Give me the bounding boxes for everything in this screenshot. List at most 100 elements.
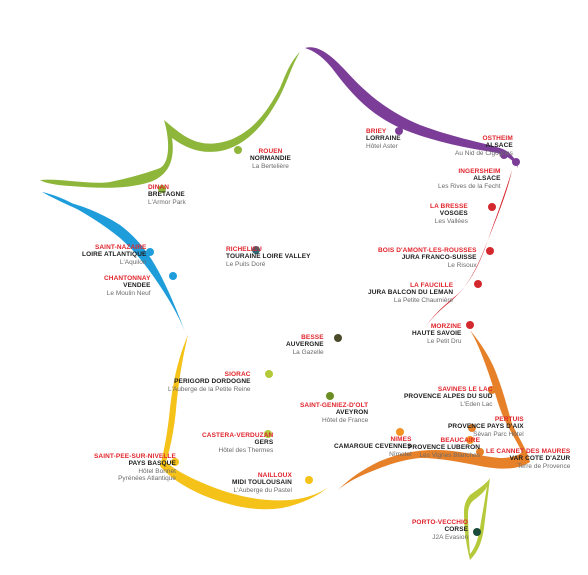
town-name: CHANTONNAY [104,275,151,282]
region-name: GERS [254,439,274,447]
location-dot-pertuis[interactable] [468,424,476,432]
region-name: PERIGORD DORDOGNE [174,378,251,386]
location-dot-ostheim[interactable] [500,151,508,159]
hotel-name: L'Eden Lac [460,400,493,408]
location-dot-beaucaire[interactable] [466,436,474,444]
location-dot-dinan[interactable] [158,185,166,193]
hotel-name: Hôtel des Thermes [218,446,274,454]
town-name: OSTHEIM [482,135,513,142]
region-stroke-west [60,200,188,340]
hotel-name: Les Rives de la Fecht [438,182,501,190]
location-dot-morzine[interactable] [466,321,474,329]
town-name: CASTERA-VERDUZAN [202,432,274,439]
region-name: PROVENCE PAYS D'AIX [448,423,524,431]
location-dot-saintgeniez[interactable] [326,392,334,400]
location-dot-saintnazaire[interactable] [146,248,154,256]
location-dot-lafaucille[interactable] [474,280,482,288]
town-name: BRIEY [366,128,387,135]
location-dot-rouen[interactable] [234,146,242,154]
hotel-name: La Petite Chaumière [393,296,454,304]
town-name: LA BRESSE [430,203,468,210]
hotel-name: Hôtel Bonnet [138,467,176,475]
location-dot-nailloux[interactable] [305,476,313,484]
location-dot-bois[interactable] [486,247,494,255]
hotel-name: J2A Evasion [432,533,469,541]
hotel-name: Au Nid de Cigognes [455,149,513,157]
hotel-name: L'Aquilon [119,258,147,266]
region-name: MIDI TOULOUSAIN [232,479,292,487]
location-dot-saintpee[interactable] [171,458,179,466]
location-dot-briey[interactable] [395,127,403,135]
location-dot-richelieu[interactable] [252,246,260,254]
town-name: DINAN [148,184,170,191]
town-name: NIMES [390,436,412,443]
region-name: PROVENCE LUBERON [408,444,481,452]
location-dot-labresse[interactable] [488,203,496,211]
town-name: LE CANNET DES MAURES [486,448,571,455]
location-dot-savines[interactable] [488,386,496,394]
location-dot-chantonnay[interactable] [169,272,177,280]
hotel-name: La Bertelière [252,162,289,170]
town-name: SAINT-PEE-SUR-NIVELLE [94,453,176,460]
hotel-name: Le Moulin Neuf [106,289,151,297]
location-dot-porto[interactable] [473,528,481,536]
town-name: BEAUCAIRE [440,437,481,444]
town-name: BESSE [301,334,324,341]
region-name: PROVENCE ALPES DU SUD [404,393,493,401]
location-dot-ingersheim[interactable] [512,158,520,166]
town-name: SAINT-GENIEZ-D'OLT [300,402,369,409]
region-name: CAMARGUE CEVENNES [334,443,412,451]
region-stroke-northwest [40,52,300,188]
town-name: INGERSHEIM [458,168,501,175]
region-name: VAR COTE D'AZUR [509,455,571,463]
region-name: BRETAGNE [148,191,185,199]
region-name: LORRAINE [366,135,401,143]
region-name: VENDEE [123,282,151,290]
location-dot-besse[interactable] [334,334,342,342]
region-name: JURA FRANCO-SUISSE [401,254,477,262]
region-name: ALSACE [473,175,501,183]
town-name: PORTO-VECCHIO [412,519,469,526]
region-name: PAYS BASQUE [128,460,176,468]
region-name: HAUTE SAVOIE [412,330,462,338]
hotel-name: Hôtel Aster [366,142,398,150]
location-dot-castera[interactable] [264,430,272,438]
location-dot-siorac[interactable] [265,370,273,378]
town-name: MORZINE [430,323,462,330]
region-name: CORSE [444,526,469,534]
location-dot-nimes[interactable] [396,428,404,436]
region-stroke-west-2 [42,192,92,216]
location-dot-lecannet[interactable] [476,448,484,456]
region-name: VOSGES [439,210,468,218]
hotel-name: L'Auberge du Pastel [233,486,292,494]
region-name: JURA BALCON DU LEMAN [368,289,454,297]
hotel-name: Hôtel de France [321,416,369,424]
town-name: LA FAUCILLE [410,282,454,289]
hotel-name: Les Vignes Blanches [419,451,481,459]
